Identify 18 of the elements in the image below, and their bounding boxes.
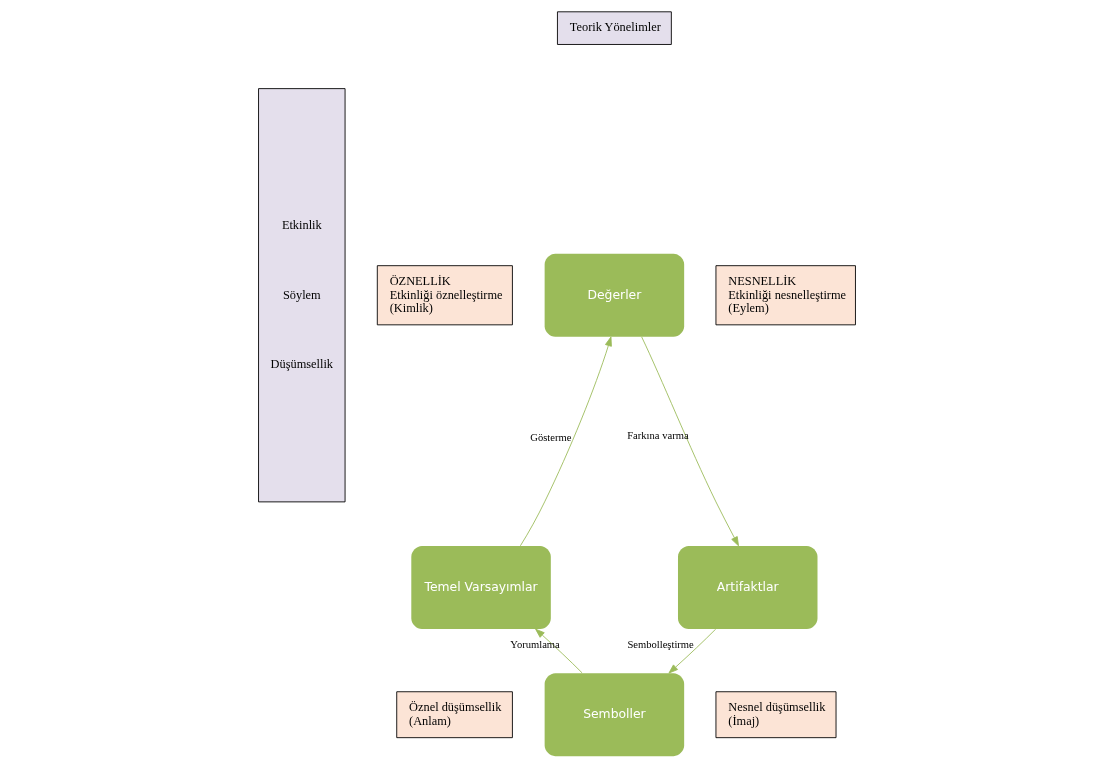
node-box: Nesnel düşümsellik (İmaj): [715, 691, 836, 739]
edge-label: Farkına varma: [626, 430, 689, 442]
node-box: Teorik Yönelimler: [556, 11, 672, 45]
node-box: Artifaktlar: [677, 546, 817, 630]
arrow: [519, 336, 612, 547]
arrow: [534, 628, 583, 674]
node-box: Semboller: [544, 673, 684, 757]
node-box: Değerler: [544, 253, 684, 337]
node-box: NESNELLİK Etkinliği nesnelleştirme (Eylem): [715, 265, 856, 326]
node-box: Etkinlik Söylem Düşümsellik: [257, 88, 345, 503]
node-box: Temel Varsayımlar: [410, 546, 551, 630]
arrow: [640, 336, 739, 547]
node-box: ÖZNELLİK Etkinliği öznelleştirme (Kimlik): [376, 265, 513, 326]
edge-label: Yorumlama: [509, 638, 560, 650]
arrow: [668, 628, 716, 674]
node-box: Öznel düşümsellik (Anlam): [395, 691, 513, 739]
edge-label: Gösterme: [529, 431, 571, 443]
edge-label: Sembolleştirme: [626, 639, 694, 651]
